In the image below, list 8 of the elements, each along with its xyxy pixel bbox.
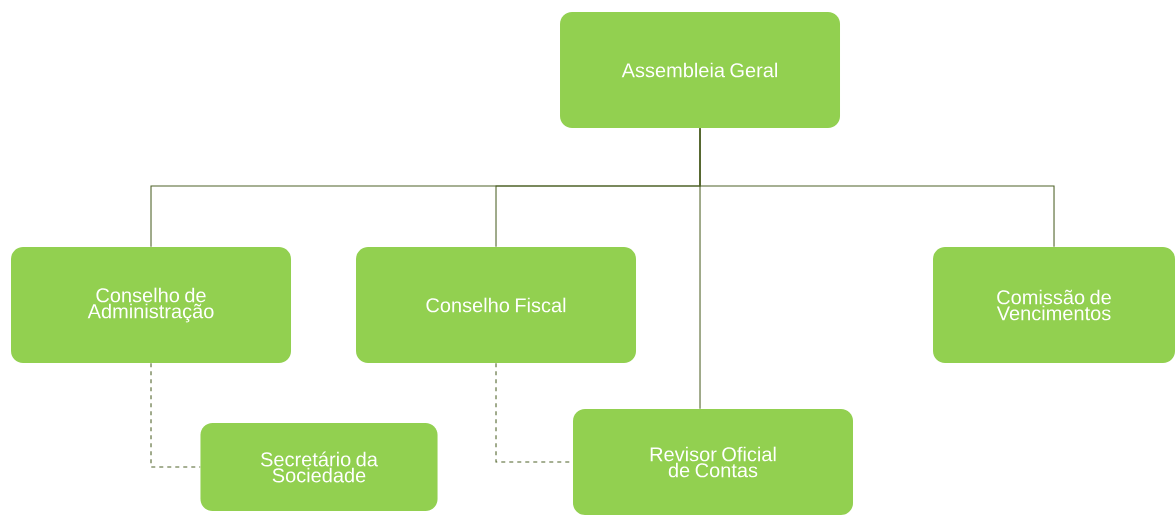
connector-line [150,362,201,468]
org-box: Conselho de Administração [11,247,291,363]
connector-line [699,127,1055,248]
org-box: Conselho Fiscal [356,247,636,363]
org-box: Assembleia Geral [560,12,840,128]
org-box: Secretário da Sociedade [200,423,438,511]
org-box: Revisor Oficial de Contas [573,409,853,515]
org-box: Comissão de Vencimentos [933,247,1175,363]
